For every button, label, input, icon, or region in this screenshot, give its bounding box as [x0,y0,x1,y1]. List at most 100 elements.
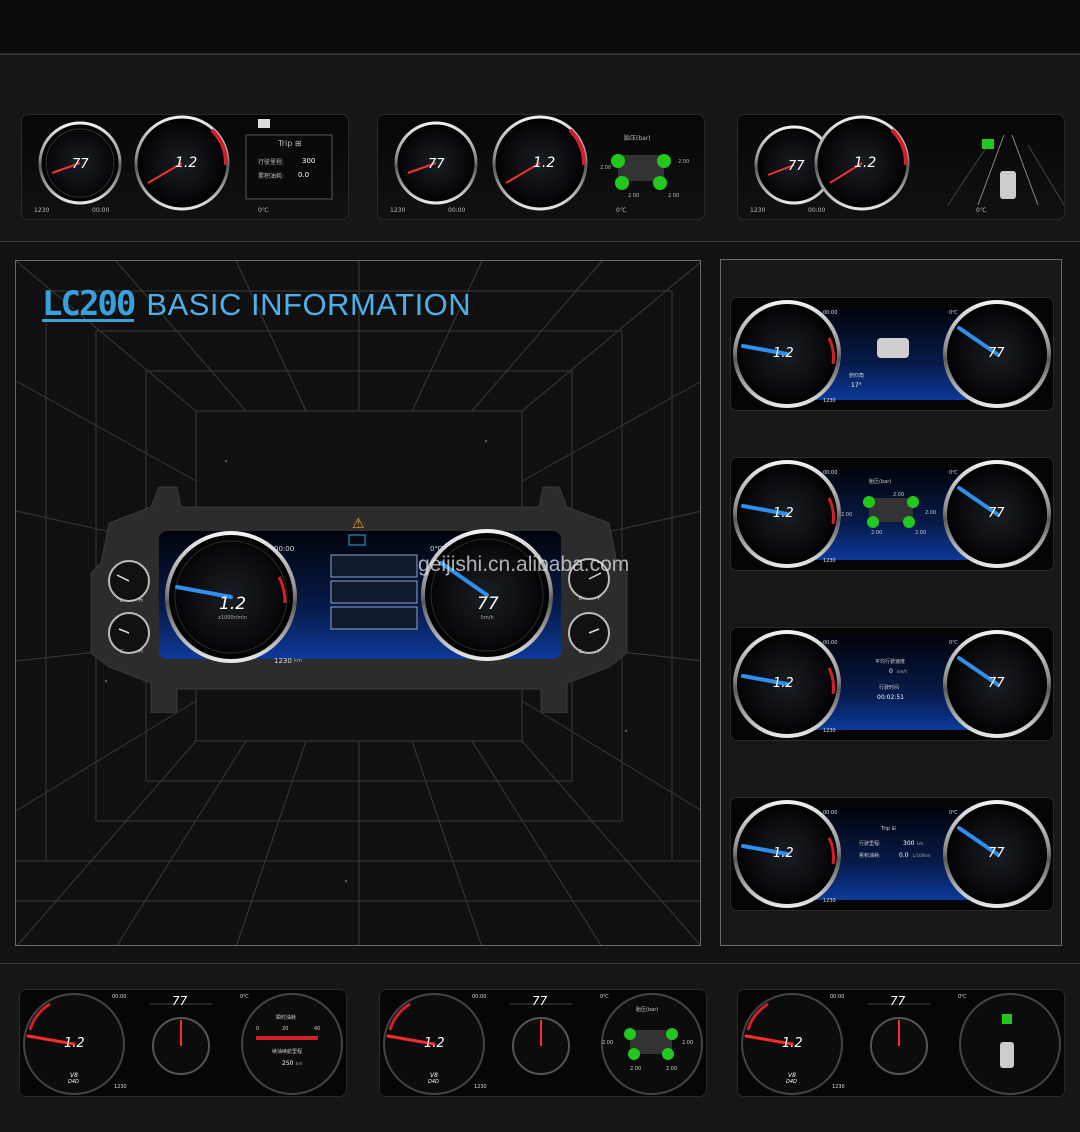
fuel-scale-min: 0 [256,1026,260,1032]
sport-cluster-graphic [20,990,346,1096]
variant-rpm: 1.2 [773,506,794,521]
sport-odo: 1230 [474,1084,487,1090]
lane-clock: 00:00 [808,207,826,214]
sport-rpm: 1.2 [424,1036,445,1051]
sport-clock: 00:00 [472,994,487,1000]
sport-temp: 0℃ [958,994,967,1000]
cluster-clock: 00:00 [274,545,295,553]
variant-graphic [731,298,1053,410]
tire-rr-side: 2.00 [925,510,937,516]
drive-time-value: 00:02:51 [877,694,904,701]
trip-row1-value: 300 [302,157,316,165]
lc200-logo: LC200 [42,283,136,324]
oil-gauge-low: L [120,598,123,604]
lane-odo: 1230 [750,207,766,214]
tire-speed: 77 [428,157,445,172]
range-label: 续油续航里程 [272,1049,303,1055]
trip-fuel-label: 累积油耗: [859,853,881,859]
variant-clock: 00:00 [823,640,838,646]
trip-distance-unit: km [917,841,924,846]
variant-rpm: 1.2 [773,846,794,861]
trip-speed: 77 [72,157,89,172]
variant-temp: 0℃ [949,310,958,316]
fuel-scale-mid: 20 [282,1026,289,1032]
engine-sub-badge: D4D [68,1079,79,1085]
lane-speed: 77 [788,159,805,174]
avg-speed-unit: km/h [897,669,908,674]
trip-row1-label: 行驶里程: [258,159,285,166]
tire-rl: 2.00 [630,1066,642,1072]
warning-icon: ⚠ [352,516,365,532]
drive-time-label: 行驶时间 [879,685,900,691]
engine-sub-badge: D4D [786,1079,797,1085]
trip-panel-title: Trip ⊞ [278,139,302,148]
tire-rr: 2.00 [668,193,680,199]
tire-cluster-graphic [378,115,704,219]
variant-clock: 00:00 [823,310,838,316]
tire-rpm: 1.2 [533,155,556,171]
trip-cluster-graphic [22,115,348,219]
variant-clock: 00:00 [823,810,838,816]
battery-high: F [598,596,601,602]
pitch-label: 俯仰角 [849,373,865,379]
water-temp-low: C [120,649,124,655]
range-unit: km [296,1061,303,1066]
cluster-rpm-value: 1.2 [219,594,247,614]
pitch-value: 17° [851,382,862,389]
tire-rl: 2.00 [871,530,883,536]
cluster-rpm-unit: x1000r/min [218,615,247,621]
sport-odo: 1230 [832,1084,845,1090]
trip-row2-label: 累积油耗: [258,173,285,180]
watermark: geijishi.cn.alibaba.com [418,553,630,576]
instrument-cluster[interactable] [89,483,629,713]
tire-temp: 0℃ [616,207,627,214]
variant-graphic [731,798,1053,910]
tire-fr: 2.00 [893,492,905,498]
sport-speed: 77 [172,994,188,1008]
sport-temp: 0℃ [600,994,609,1000]
variant-clock: 00:00 [823,470,838,476]
engine-badge: V8 [70,1072,78,1079]
tire-odo: 1230 [390,207,406,214]
variant-odo: 1230 [823,898,836,904]
variant-speed: 77 [988,846,1005,861]
cluster-odometer: 1230 [274,657,292,665]
variant-graphic [731,628,1053,740]
fuel-full: F [598,649,601,655]
tire-rr: 2.00 [666,1066,678,1072]
trip-title: Trip ⊞ [881,826,896,832]
sport-speed: 77 [890,994,906,1008]
avg-speed-label: 平均行驶速度 [875,659,906,665]
sport-speed: 77 [532,994,548,1008]
tire-rr: 2.00 [915,530,927,536]
variant-temp: 0℃ [949,470,958,476]
variant-odo: 1230 [823,398,836,404]
sport-cluster-graphic [738,990,1064,1096]
preview-trip-cluster[interactable]: 77 1.2 Trip ⊞ 行驶里程: 300 累积油耗: 0.0 1230 0… [22,115,348,219]
variant-rpm: 1.2 [773,676,794,691]
tire-fl: 2.00 [602,1040,614,1046]
preview-lane-cluster[interactable]: 77 1.2 1230 00:00 0℃ [738,115,1064,219]
cluster-speed-value: 77 [477,594,499,614]
trip-distance-label: 行驶里程: [859,841,881,847]
avg-speed-value: 0 [889,668,893,675]
instant-fuel-label: 瞬时油耗 [276,1015,297,1021]
top-preview-band: 77 1.2 Trip ⊞ 行驶里程: 300 累积油耗: 0.0 1230 0… [0,54,1080,242]
sport-cluster-graphic [380,990,706,1096]
trip-distance-value: 300 [903,840,915,847]
tire-fl: 2.00 [841,512,853,518]
trip-odo: 1230 [34,207,50,214]
range-value: 250 [282,1060,294,1067]
preview-tire-cluster[interactable]: 77 1.2 胎压(bar) 2.00 2.00 2.00 2.00 1230 … [378,115,704,219]
trip-temp: 0℃ [258,207,269,214]
engine-badge: V8 [788,1072,796,1079]
